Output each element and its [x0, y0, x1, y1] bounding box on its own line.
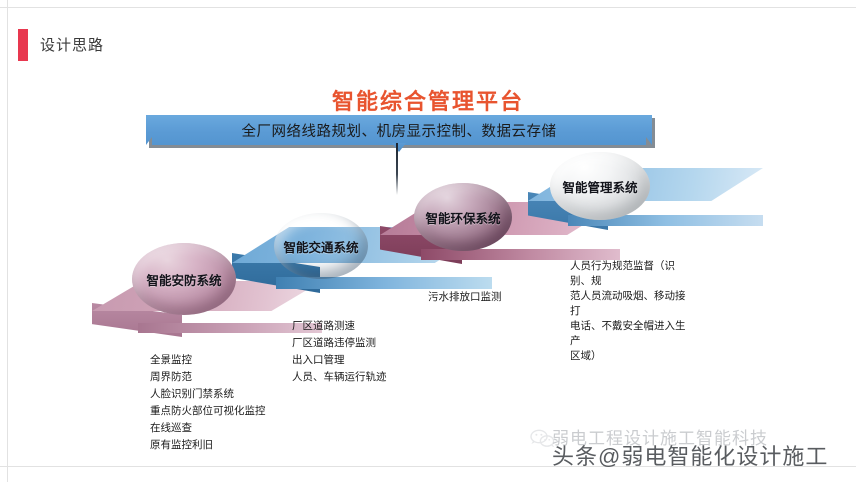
detail-list-environment: 污水排放口监测	[428, 289, 502, 306]
list-item: 出入口管理	[292, 354, 345, 366]
system-sphere-security[interactable]: 智能安防系统	[132, 243, 236, 324]
sphere-label-management: 智能管理系统	[562, 180, 638, 195]
sphere-label-environment: 智能环保系统	[425, 211, 501, 226]
list-item: 人员行为规范监督（识别、规	[570, 260, 675, 287]
list-item: 全景监控	[150, 354, 192, 366]
watermark-bold: 头条@弱电智能化设计施工	[552, 444, 829, 469]
sphere-label-traffic: 智能交通系统	[283, 240, 359, 255]
bottom-divider	[0, 466, 856, 467]
list-item: 电话、不戴安全帽进入生产	[570, 320, 686, 347]
detail-list-traffic: 厂区道路测速 厂区道路违停监测 出入口管理 人员、车辆运行轨迹	[292, 318, 387, 386]
step-2-front-face	[276, 277, 492, 289]
detail-list-management: 人员行为规范监督（识别、规 范人员流动吸烟、移动接打 电话、不戴安全帽进入生产 …	[570, 259, 694, 364]
platform-title: 智能综合管理平台	[331, 89, 524, 115]
step-3-front-face	[421, 249, 620, 260]
system-sphere-environment[interactable]: 智能环保系统	[414, 183, 512, 260]
system-sphere-management[interactable]: 智能管理系统	[550, 152, 650, 229]
system-sphere-traffic[interactable]: 智能交通系统	[274, 213, 368, 288]
list-item: 周界防范	[150, 371, 192, 383]
list-item: 污水排放口监测	[428, 291, 502, 303]
list-item: 区域）	[570, 350, 602, 362]
wechat-icon	[530, 429, 556, 449]
banner-label: 全厂网络线路规划、机房显示控制、数据云存储	[241, 123, 557, 140]
platform-banner: 全厂网络线路规划、机房显示控制、数据云存储	[146, 115, 655, 152]
slide-header: 设计思路	[0, 25, 856, 65]
banner-connector-line	[396, 143, 398, 195]
list-item: 在线巡查	[150, 422, 192, 434]
list-item: 厂区道路测速	[292, 320, 355, 332]
banner-notch	[392, 143, 406, 152]
sphere-label-security: 智能安防系统	[146, 273, 222, 288]
list-item: 人脸识别门禁系统	[150, 388, 234, 400]
step-1-front-face	[138, 323, 322, 333]
top-divider	[0, 7, 856, 8]
list-item: 厂区道路违停监测	[292, 337, 376, 349]
list-item: 人员、车辆运行轨迹	[292, 371, 387, 383]
step-4-front-face	[568, 215, 763, 226]
page-title: 设计思路	[40, 37, 105, 54]
left-divider	[7, 0, 8, 482]
list-item: 重点防火部位可视化监控	[150, 405, 266, 417]
list-item: 范人员流动吸烟、移动接打	[570, 290, 686, 317]
watermark-faint: 弱电工程设计施工智能科技	[552, 429, 768, 448]
detail-list-security: 全景监控 周界防范 人脸识别门禁系统 重点防火部位可视化监控 在线巡查 原有监控…	[150, 352, 266, 454]
header-accent-bar	[18, 29, 28, 61]
banner-shape	[146, 115, 652, 145]
list-item: 原有监控利旧	[150, 439, 213, 451]
